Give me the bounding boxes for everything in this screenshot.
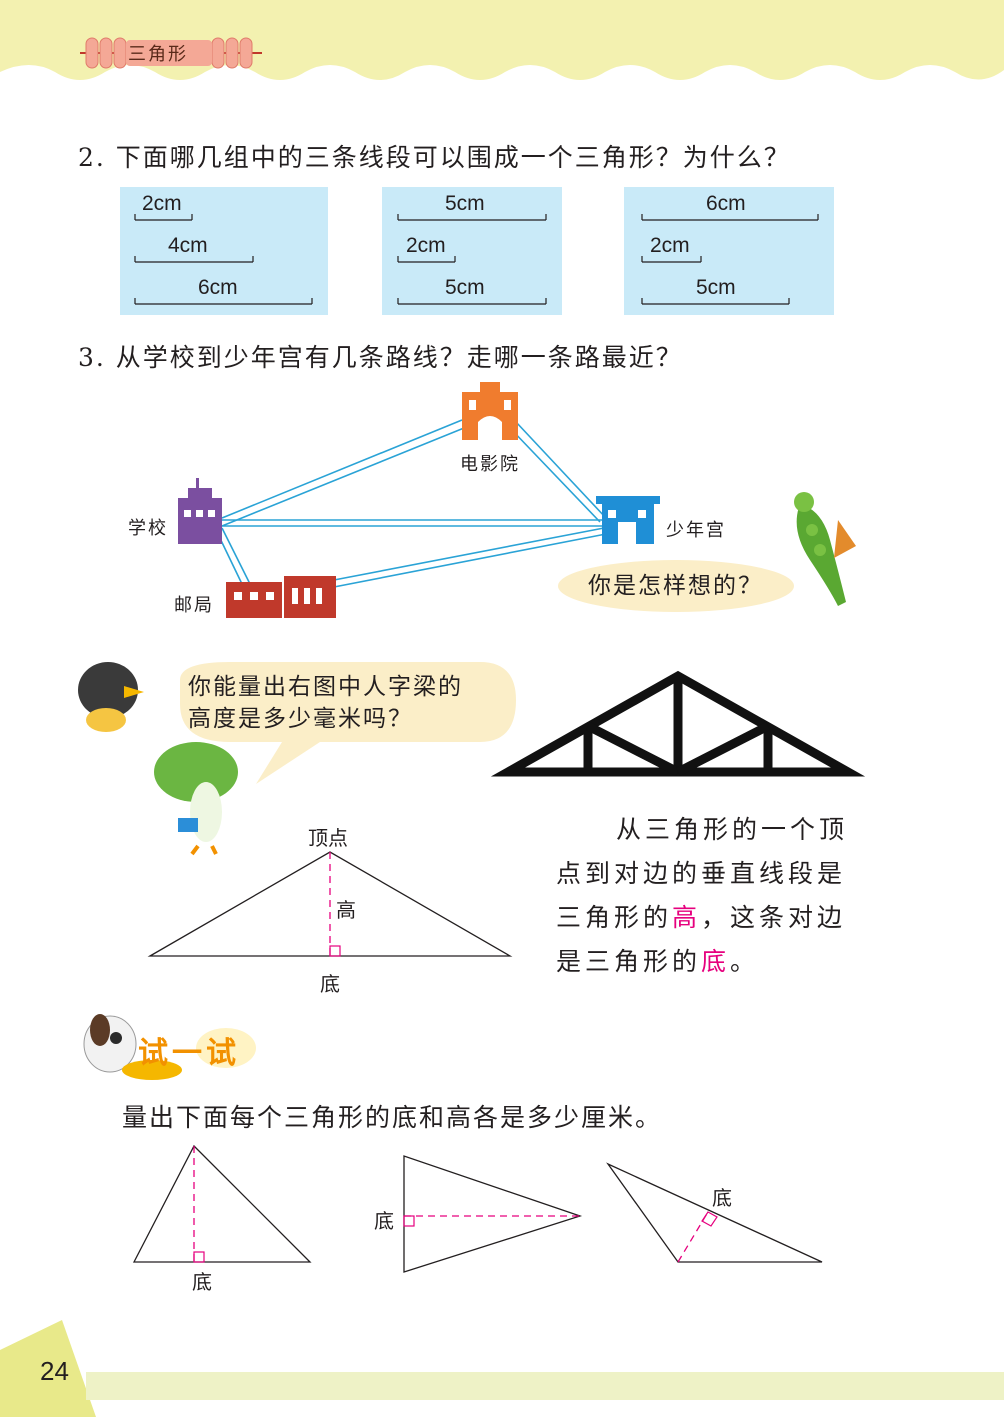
roof-truss-figure bbox=[490, 670, 866, 777]
segment-group-1: 2cm 4cm 6cm bbox=[120, 187, 328, 315]
definition-text-segment: ，这条对边 bbox=[701, 903, 847, 932]
youth-palace-building-icon bbox=[596, 496, 660, 544]
highlight-height: 高 bbox=[672, 903, 702, 932]
practice-triangles bbox=[132, 1144, 823, 1273]
try-it-title: 试一试 bbox=[138, 1036, 240, 1071]
segment-lines bbox=[641, 214, 819, 305]
cabbage-character-icon bbox=[154, 742, 238, 856]
height-label: 高 bbox=[336, 898, 356, 922]
segment-label: 5cm bbox=[696, 276, 736, 299]
school-building-icon bbox=[178, 478, 222, 544]
definition-line-3: 三角形的高，这条对边 bbox=[556, 896, 876, 940]
definition-text: 从三角形的一个顶 点到对边的垂直线段是 三角形的高，这条对边 是三角形的底。 bbox=[556, 808, 876, 984]
practice-triangle-3 bbox=[606, 1162, 823, 1263]
segment-group-3: 6cm 2cm 5cm bbox=[624, 187, 834, 315]
cinema-building-icon bbox=[462, 382, 518, 440]
segment-label: 2cm bbox=[650, 234, 690, 257]
definition-line-2: 点到对边的垂直线段是 bbox=[556, 859, 847, 888]
cinema-label: 电影院 bbox=[460, 454, 520, 475]
segment-label: 2cm bbox=[406, 234, 446, 257]
definition-line-1: 从三角形的一个顶 bbox=[616, 815, 849, 844]
chapter-title: 三角形 bbox=[128, 44, 188, 65]
definition-text-segment: 是三角形的 bbox=[556, 947, 702, 976]
segment-label: 4cm bbox=[168, 234, 208, 257]
page-number: 24 bbox=[40, 1356, 69, 1386]
question-3-text: 3. 从学校到少年宫有几条路线？走哪一条路最近？ bbox=[78, 343, 683, 372]
segment-group-2: 5cm 2cm 5cm bbox=[382, 187, 562, 315]
truss-section-graphics bbox=[78, 662, 866, 856]
segment-label: 6cm bbox=[198, 276, 238, 299]
post-office-label: 邮局 bbox=[174, 595, 214, 616]
segment-label: 5cm bbox=[445, 276, 485, 299]
practice-base-label-2: 底 bbox=[374, 1209, 394, 1233]
thinking-bubble-text: 你是怎样想的？ bbox=[588, 573, 763, 599]
segment-label: 2cm bbox=[142, 192, 182, 215]
dog-character-icon bbox=[83, 1014, 182, 1080]
school-label: 学校 bbox=[128, 518, 168, 539]
practice-triangle-1 bbox=[132, 1144, 312, 1263]
practice-triangle-2 bbox=[403, 1155, 583, 1273]
definition-text-segment: 三角形的 bbox=[556, 903, 673, 932]
base-label: 底 bbox=[320, 972, 340, 996]
definition-triangle-figure bbox=[147, 851, 513, 957]
speech-bubble bbox=[558, 560, 794, 612]
practice-base-label-3: 底 bbox=[712, 1186, 732, 1210]
practice-base-label-1: 底 bbox=[192, 1270, 212, 1294]
route-map bbox=[178, 382, 856, 618]
segment-label: 6cm bbox=[706, 192, 746, 215]
segment-label: 5cm bbox=[445, 192, 485, 215]
try-it-banner bbox=[83, 1014, 256, 1080]
try-it-instruction: 量出下面每个三角形的底和高各是多少厘米。 bbox=[122, 1103, 663, 1132]
vertex-label: 顶点 bbox=[308, 826, 348, 850]
post-office-building-icon bbox=[226, 576, 336, 618]
truss-question-line-2: 高度是多少毫米吗？ bbox=[188, 706, 413, 732]
truss-question-line-1: 你能量出右图中人字梁的 bbox=[188, 674, 463, 700]
definition-text-segment: 。 bbox=[730, 947, 760, 976]
route-lines bbox=[215, 419, 607, 588]
header-band bbox=[0, 0, 1004, 80]
duck-character-icon bbox=[78, 662, 144, 732]
segment-lines bbox=[397, 214, 547, 305]
question-2-text: 2. 下面哪几组中的三条线段可以围成一个三角形？为什么？ bbox=[78, 143, 791, 172]
pea-character-icon bbox=[794, 492, 856, 606]
segment-lines bbox=[134, 214, 313, 305]
youth-palace-label: 少年宫 bbox=[666, 520, 726, 541]
footer-band bbox=[0, 1320, 1004, 1417]
highlight-base: 底 bbox=[701, 947, 731, 976]
definition-line-4: 是三角形的底。 bbox=[556, 940, 876, 984]
